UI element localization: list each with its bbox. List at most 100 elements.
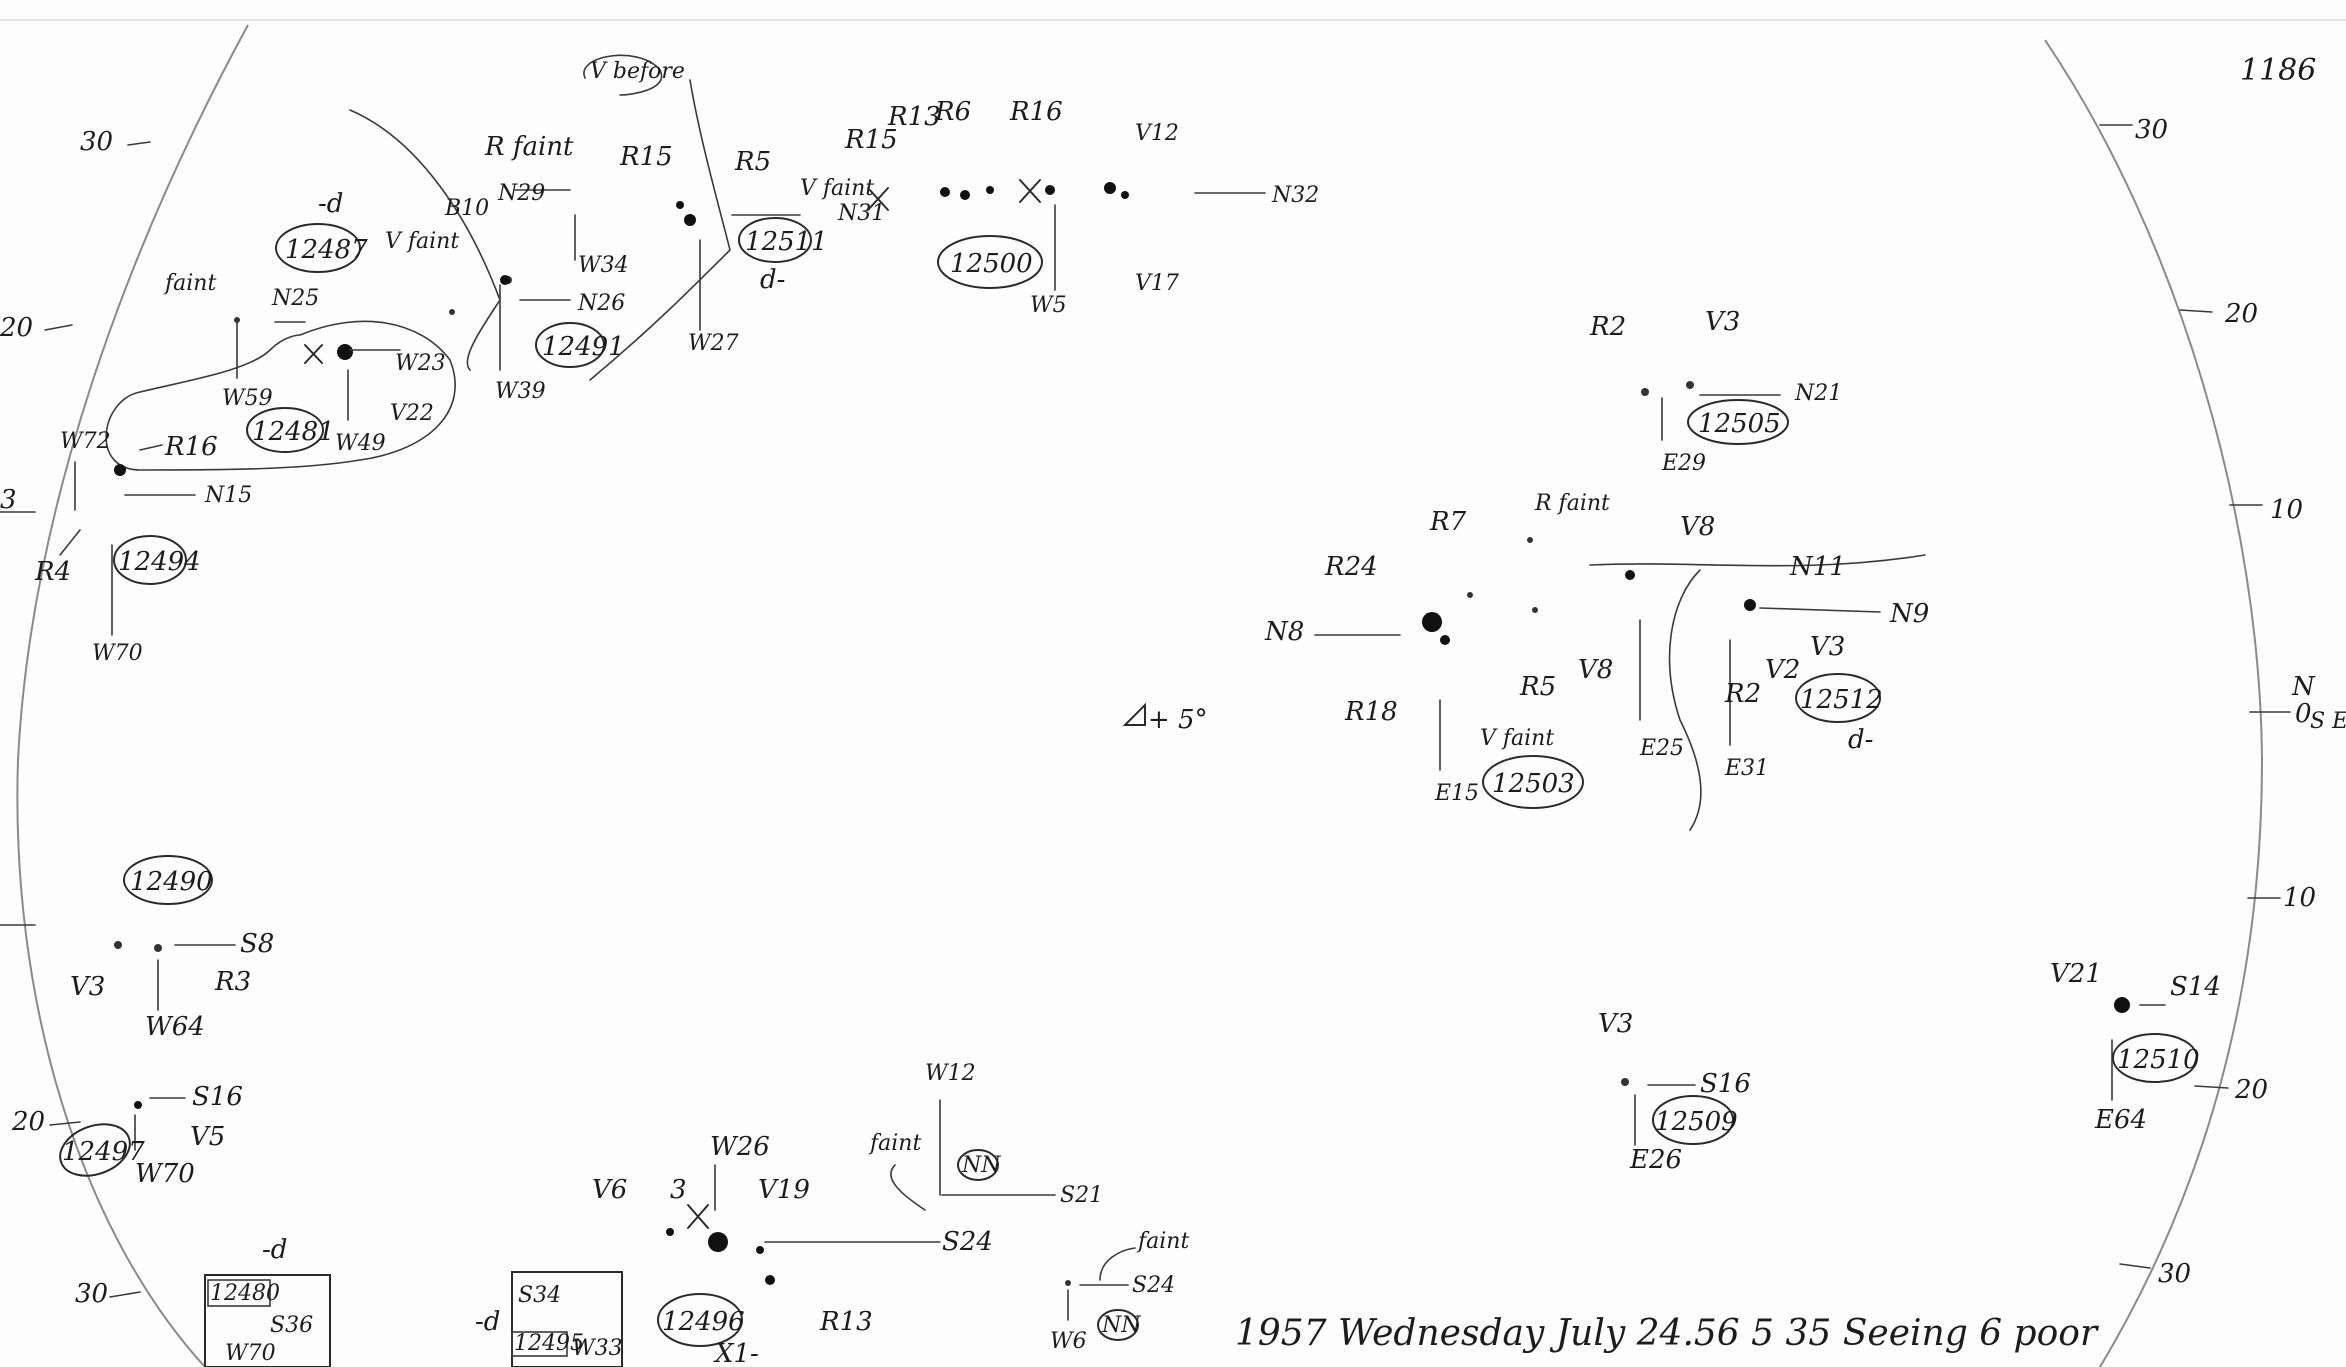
tick-label: 30 [75, 1279, 108, 1309]
region-number: 12494 [118, 547, 201, 577]
label: NN [1101, 1313, 1141, 1338]
region-number: 12512 [1800, 685, 1883, 715]
region-number-oval [937, 235, 1043, 289]
tick-label: 20 [2234, 1075, 2268, 1105]
group-12510: V21 S14 E64 12510 [2050, 959, 2221, 1135]
region-number: 12480 [210, 1281, 280, 1306]
region-number: 12497 [62, 1137, 145, 1167]
label: S34 [518, 1283, 561, 1308]
label: N21 [1794, 381, 1842, 406]
label: S8 [240, 929, 274, 959]
label: V6 [592, 1175, 627, 1205]
label: V5 [190, 1122, 225, 1152]
label: W64 [145, 1012, 205, 1042]
cross-mark [304, 344, 323, 364]
region-number-oval [1687, 399, 1789, 445]
box [511, 1271, 623, 1367]
label: V17 [1135, 271, 1179, 296]
label: E31 [1724, 756, 1769, 781]
region-number: 12491 [542, 332, 625, 362]
leader [890, 1164, 926, 1211]
region-number: 12490 [130, 867, 213, 897]
label: W26 [710, 1132, 770, 1162]
label: E26 [1629, 1145, 1682, 1175]
region-number-oval [275, 223, 361, 273]
tick-label: 10 [2270, 495, 2303, 525]
cross-mark [1019, 179, 1041, 203]
label: S24 [942, 1227, 993, 1257]
group-12505: R2 V3 N21 E29 12505 [1589, 307, 1842, 476]
label: E29 [1661, 451, 1706, 476]
nn-oval [957, 1149, 999, 1181]
group-12495: S34 12495 W33 -d [475, 1271, 623, 1367]
label: R faint [1534, 491, 1610, 516]
label: W70 [92, 641, 143, 666]
region-note: d- [760, 265, 785, 295]
region-number: 12511 [745, 227, 828, 257]
label: N29 [497, 181, 545, 206]
label: R15 [619, 142, 673, 172]
group-12490: 12490 S8 V3 R3 W64 [70, 855, 274, 1042]
label: E25 [1639, 736, 1684, 761]
label: R13 [819, 1307, 873, 1337]
group-12503: N8 R24 R7 R faint R18 R5 V faint E15 125… [1264, 491, 1610, 809]
label: N25 [271, 286, 319, 311]
label: NN [961, 1153, 1001, 1178]
label: W5 [1030, 293, 1067, 318]
label: S16 [192, 1082, 243, 1112]
tick-label: N [2291, 672, 2316, 702]
region-number-oval [1482, 755, 1584, 809]
label: S14 [2170, 972, 2221, 1002]
region-number: 12509 [1655, 1107, 1738, 1137]
label: R6 [934, 97, 971, 127]
label: 3 [670, 1175, 687, 1205]
label: -d [475, 1307, 500, 1337]
label: S16 [1700, 1069, 1751, 1099]
label: N32 [1271, 183, 1319, 208]
label: R3 [214, 967, 251, 997]
label: V12 [1135, 121, 1179, 146]
boundary-line [1589, 554, 1926, 567]
label: W70 [135, 1159, 195, 1189]
region-number: 12503 [1492, 769, 1575, 799]
label: E64 [2094, 1105, 2147, 1135]
label: V22 [390, 401, 434, 426]
boundary-line [349, 109, 501, 371]
solar-limb-left [16, 24, 249, 1367]
group-12512: V8 N11 N9 V3 V2 R2 V8 E25 E31 12512 d- [1578, 512, 1929, 831]
tick-label: 3 [0, 485, 17, 515]
label: R7 [1429, 507, 1467, 537]
region-number: 12505 [1698, 409, 1781, 439]
label: N26 [577, 291, 625, 316]
label: S36 [270, 1313, 313, 1338]
tick-label: 0 [2295, 699, 2312, 729]
group-12497: S16 V5 W70 12497 [59, 1082, 243, 1189]
region-number: 12496 [662, 1307, 745, 1337]
label: W72 [60, 429, 111, 454]
label: W70 [225, 1341, 276, 1366]
label: W49 [335, 431, 386, 456]
label: R5 [1519, 672, 1556, 702]
nn-oval [1097, 1309, 1139, 1341]
region-number-oval [246, 407, 324, 453]
label: W6 [1050, 1329, 1087, 1354]
limb-ticks-right: 30 20 10 N 0 S E 10 20 30 [2099, 115, 2346, 1289]
tick-label: 20 [2224, 299, 2258, 329]
label: V3 [1705, 307, 1740, 337]
label: V before [590, 59, 685, 84]
label: R18 [1344, 697, 1398, 727]
label: X1- [713, 1339, 759, 1367]
leader [1099, 1247, 1136, 1281]
region-number: 12487 [285, 235, 368, 265]
region-number-oval [59, 1123, 131, 1177]
limb-ticks-left: 30 20 3 20 30 [0, 127, 151, 1309]
label: W27 [688, 331, 739, 356]
label: R2 [1724, 679, 1761, 709]
label: N8 [1264, 617, 1304, 647]
label: V faint [385, 229, 459, 254]
note-bubble [583, 54, 663, 96]
spot [337, 344, 353, 360]
region-note: -d [318, 189, 343, 219]
label: R13 [887, 102, 941, 132]
